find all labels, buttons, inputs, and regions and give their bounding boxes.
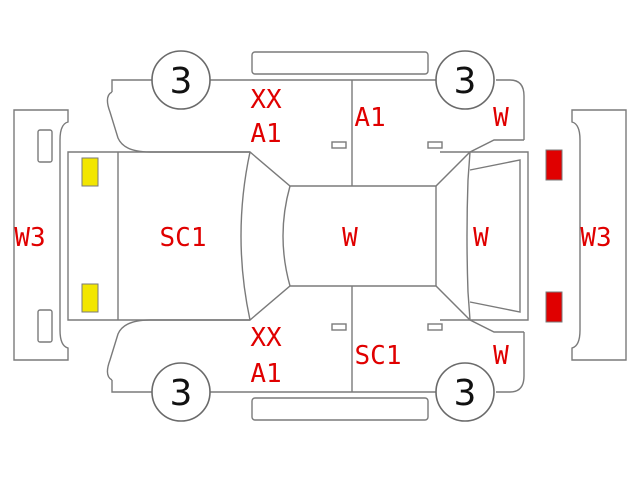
- body-top-view: [67, 151, 529, 321]
- code-bottom-front-pillar-1: XX: [250, 323, 282, 353]
- front-bumper: [13, 109, 69, 361]
- wheel-front-right: 3: [151, 362, 211, 422]
- top-side-body: [106, 79, 525, 153]
- code-rear-bumper: W3: [580, 223, 611, 253]
- code-hood: SC1: [160, 223, 207, 253]
- front-left-lamp: [81, 157, 99, 187]
- code-trunk-lid: W: [473, 223, 489, 253]
- code-roof: W: [342, 223, 358, 253]
- wheel-rear-right-rating: 3: [454, 373, 477, 414]
- bottom-side-sill: [251, 397, 429, 421]
- wheel-rear-left-rating: 3: [454, 61, 477, 102]
- wheel-rear-right: 3: [435, 362, 495, 422]
- code-bottom-rear-fender: W: [493, 341, 509, 371]
- wheel-front-left-rating: 3: [170, 61, 193, 102]
- code-top-front-pillar-2: A1: [250, 119, 281, 149]
- code-top-rear-fender: W: [493, 103, 509, 133]
- front-right-lamp: [81, 283, 99, 313]
- code-front-bumper: W3: [14, 223, 45, 253]
- code-bottom-rear-door: SC1: [355, 341, 402, 371]
- rear-right-lamp: [545, 291, 563, 323]
- wheel-rear-left: 3: [435, 50, 495, 110]
- code-bottom-front-pillar-2: A1: [250, 359, 281, 389]
- code-top-rear-door: A1: [354, 103, 385, 133]
- wheel-front-left: 3: [151, 50, 211, 110]
- top-side-sill: [251, 51, 429, 75]
- rear-bumper: [571, 109, 627, 361]
- wheel-front-right-rating: 3: [170, 373, 193, 414]
- code-top-front-pillar-1: XX: [250, 85, 282, 115]
- rear-left-lamp: [545, 149, 563, 181]
